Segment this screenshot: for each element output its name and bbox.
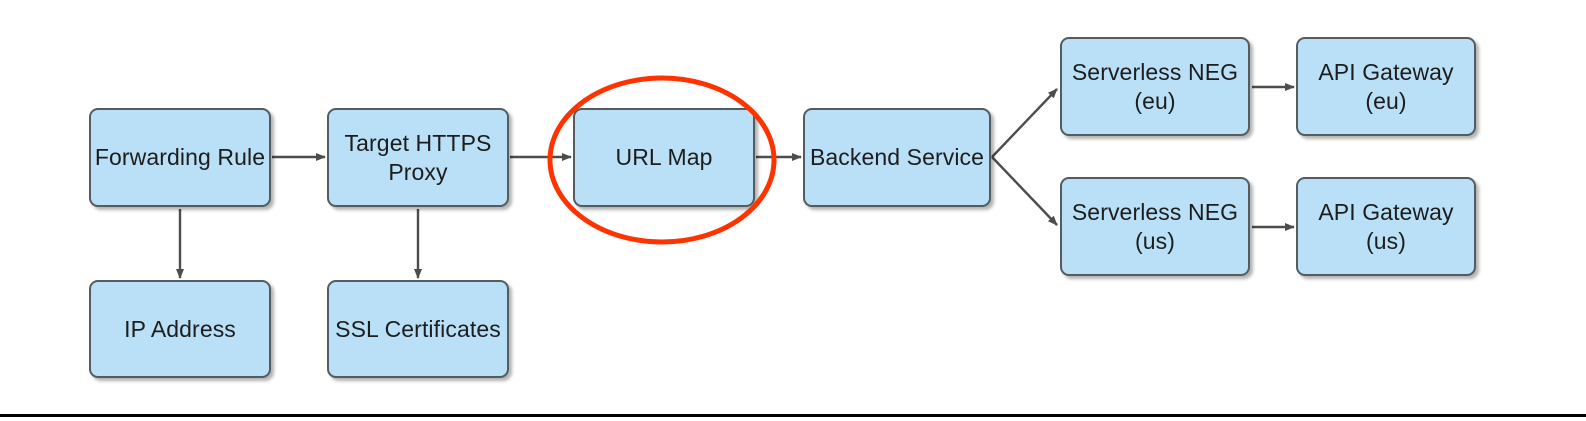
node-forwarding-rule[interactable]: Forwarding Rule (89, 108, 271, 207)
node-serverless-neg-eu[interactable]: Serverless NEG (eu) (1060, 37, 1250, 136)
node-api-gateway-us[interactable]: API Gateway (us) (1296, 177, 1476, 276)
node-serverless-neg-us[interactable]: Serverless NEG (us) (1060, 177, 1250, 276)
node-ssl-certificates[interactable]: SSL Certificates (327, 280, 509, 378)
node-api-gateway-eu[interactable]: API Gateway (eu) (1296, 37, 1476, 136)
node-url-map[interactable]: URL Map (573, 108, 755, 207)
edge-backend-service-to-serverless-neg-us (991, 156, 1058, 226)
edge-backend-service-to-serverless-neg-eu (991, 88, 1058, 158)
node-ip-address[interactable]: IP Address (89, 280, 271, 378)
bottom-divider (0, 414, 1586, 417)
node-target-https-proxy[interactable]: Target HTTPS Proxy (327, 108, 509, 207)
node-backend-service[interactable]: Backend Service (803, 108, 991, 207)
